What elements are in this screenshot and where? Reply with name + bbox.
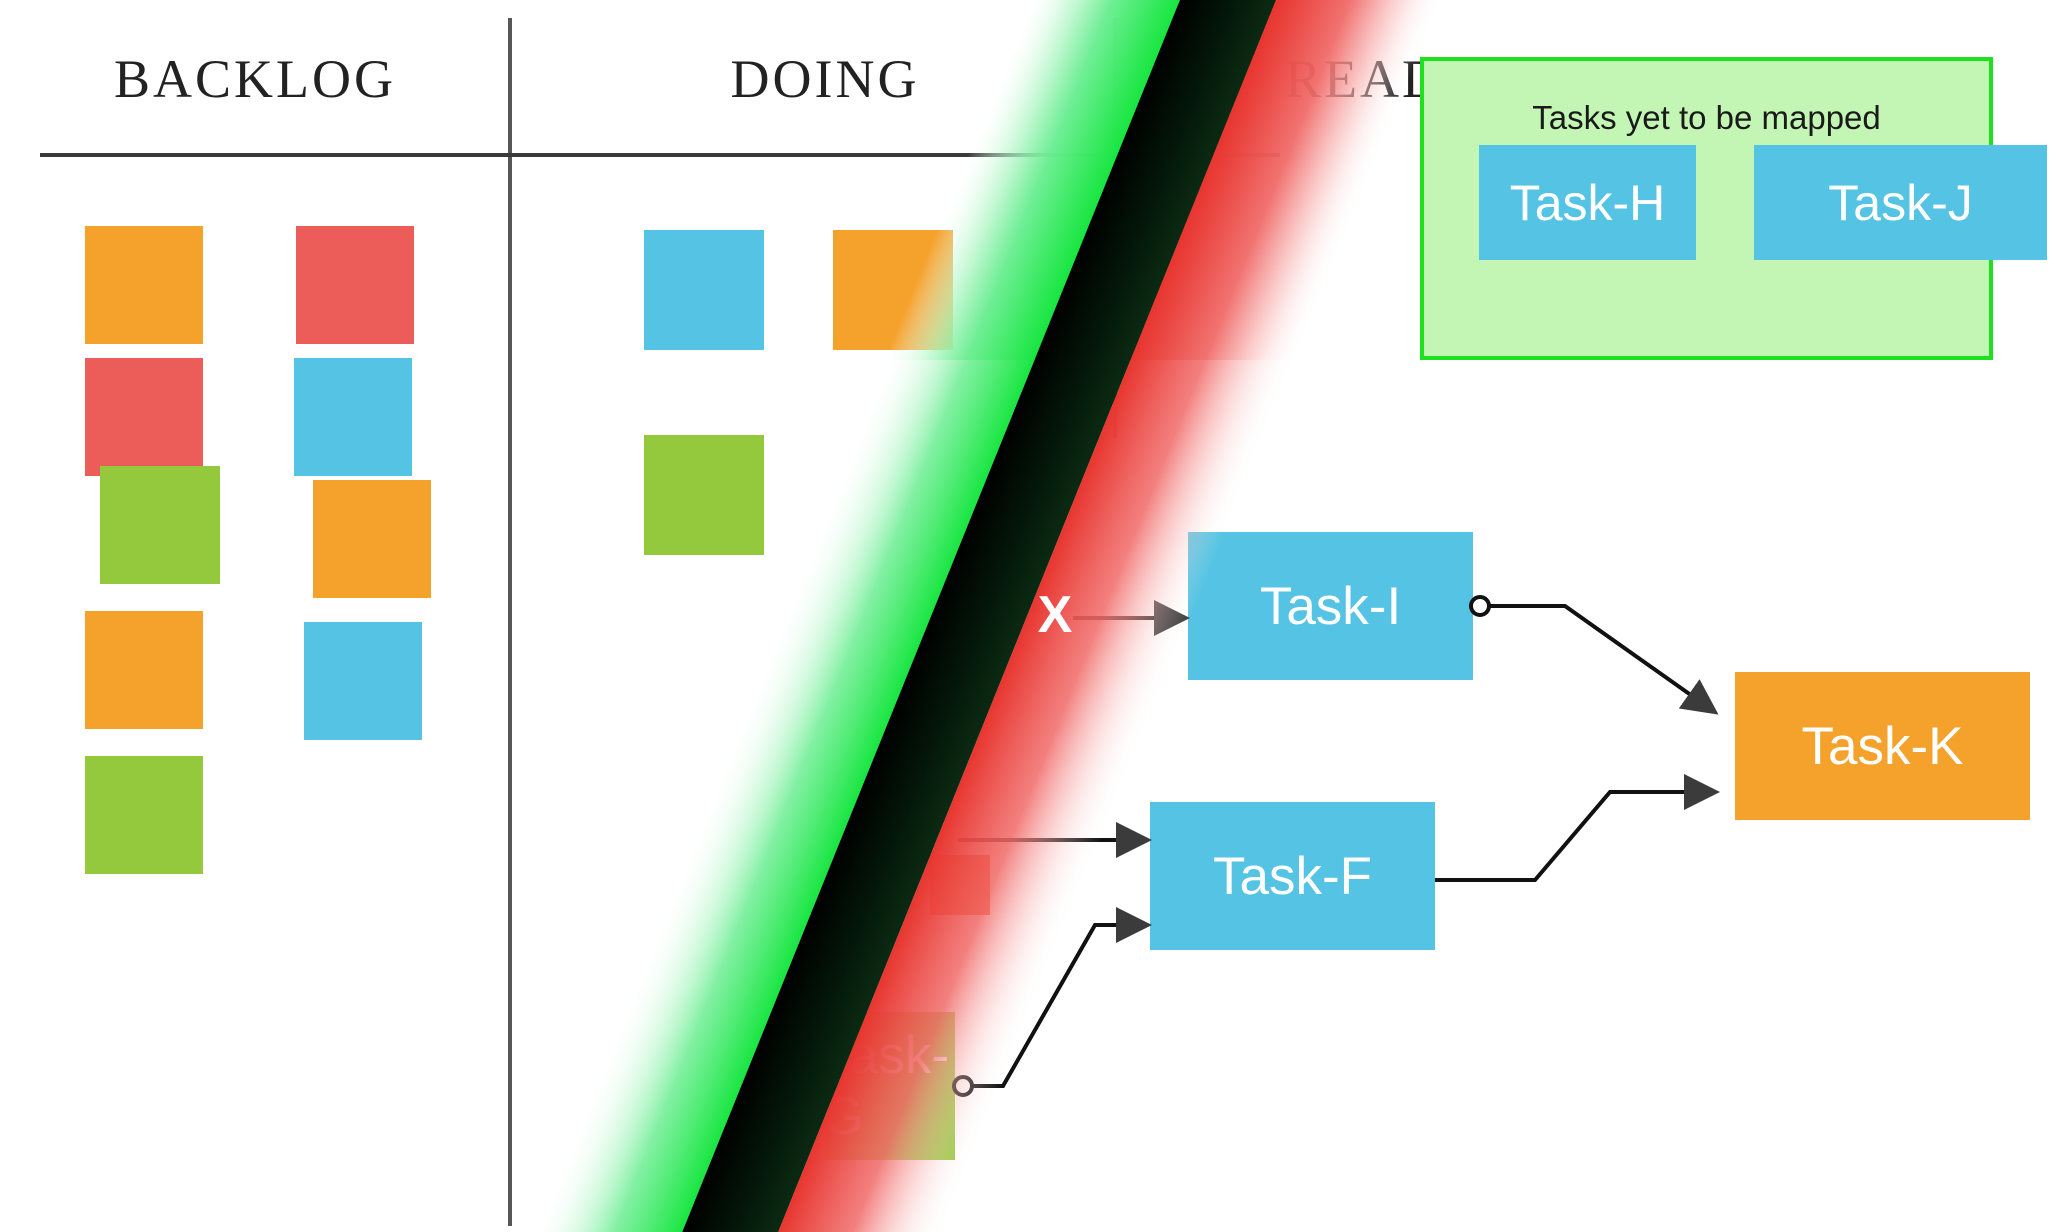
column-separator-backlog-doing bbox=[508, 18, 512, 1226]
backlog-card[interactable] bbox=[85, 611, 203, 729]
backlog-card[interactable] bbox=[294, 358, 412, 476]
backlog-card[interactable] bbox=[85, 226, 203, 344]
boundary-cross-marker: X bbox=[1037, 586, 1073, 644]
unmapped-tasks-label: Tasks yet to be mapped bbox=[1532, 99, 1881, 136]
flow-node-task-i[interactable]: Task-I bbox=[1188, 532, 1473, 680]
flow-node-label: Task-G bbox=[822, 1026, 949, 1146]
ready-card-occluded bbox=[930, 855, 990, 915]
flow-node-label: Task-F bbox=[1213, 846, 1372, 906]
unmapped-tasks-panel: Tasks yet to be mapped Task-H Task-J bbox=[1420, 57, 2047, 360]
column-separator-doing-ready bbox=[1113, 18, 1117, 438]
flow-node-task-f[interactable]: Task-F bbox=[1150, 802, 1435, 950]
backlog-card[interactable] bbox=[304, 622, 422, 740]
doing-card[interactable] bbox=[833, 230, 953, 350]
backlog-card[interactable] bbox=[296, 226, 414, 344]
flow-node-task-g[interactable]: Task-G bbox=[822, 1012, 955, 1160]
unmapped-task-card[interactable]: Task-H bbox=[1479, 145, 1696, 260]
flow-node-task-k[interactable]: Task-K bbox=[1735, 672, 2030, 820]
flow-node-label: Task-K bbox=[1801, 716, 1964, 776]
backlog-card[interactable] bbox=[85, 756, 203, 874]
backlog-card[interactable] bbox=[313, 480, 431, 598]
unmapped-task-card[interactable]: Task-J bbox=[1754, 145, 2047, 260]
header-rule bbox=[40, 153, 1280, 157]
flow-node-label: Task-I bbox=[1259, 576, 1402, 636]
unmapped-task-label: Task-H bbox=[1509, 174, 1666, 231]
column-title-backlog: BACKLOG bbox=[113, 49, 396, 109]
unmapped-task-label: Task-J bbox=[1828, 174, 1973, 231]
backlog-card[interactable] bbox=[100, 466, 220, 584]
column-title-doing: DOING bbox=[730, 49, 920, 109]
doing-card[interactable] bbox=[644, 435, 764, 555]
doing-card[interactable] bbox=[644, 230, 764, 350]
backlog-card[interactable] bbox=[85, 358, 203, 476]
